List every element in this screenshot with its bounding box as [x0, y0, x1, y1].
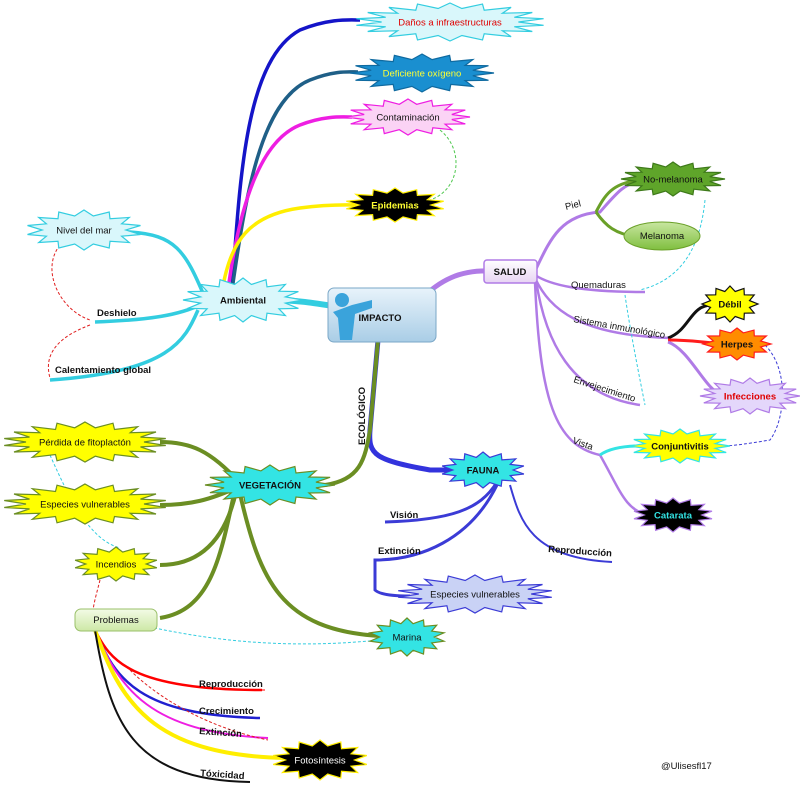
fauna-especies-node-label: Especies vulnerables [430, 590, 520, 601]
vegetacion-node-shape [204, 464, 336, 506]
nivel-mar-node-label: Nivel del mar [56, 226, 111, 237]
marina-node-shape [367, 617, 447, 657]
problemas-label: Problemas [93, 615, 139, 626]
conjuntivitis-node[interactable]: Conjuntivitis [629, 428, 731, 464]
incendios-node[interactable]: Incendios [74, 546, 158, 582]
melanoma-node[interactable]: Melanoma [623, 221, 701, 251]
epidemias-node-label: Epidemias [371, 201, 419, 212]
deshielo-label: Deshielo [97, 308, 137, 319]
veg-extincion-label: Extinción [199, 726, 243, 740]
fauna-extincion-label: Extinción [378, 546, 421, 557]
infecciones-node[interactable]: Infecciones [699, 377, 800, 415]
oxigeno-node-label: Deficiente oxígeno [383, 69, 462, 80]
credit-label: @Ulisesfl17 [661, 761, 712, 772]
contaminacion-node[interactable]: Contaminación [345, 98, 471, 136]
epidemias-node-shape [346, 187, 444, 223]
melanoma-label: Melanoma [640, 231, 685, 242]
veg-especies-node-shape [4, 483, 166, 525]
vision-label: Visión [390, 510, 419, 521]
nivel-mar-node-shape [27, 209, 141, 251]
sistema-label: Sistema inmunológico [572, 314, 665, 341]
fitoplancton-node-shape [4, 421, 166, 463]
vegetacion-node-label: VEGETACIÓN [239, 480, 301, 492]
catarata-node-shape [633, 497, 713, 533]
debil-node[interactable]: Débil [700, 285, 760, 323]
danos-node[interactable]: Daños a infraestructuras [356, 2, 544, 42]
fotosintesis-node-shape [272, 739, 368, 781]
fauna-node[interactable]: FAUNA [441, 451, 525, 489]
ambiental-node-shape [182, 277, 304, 323]
fotosintesis-node[interactable]: Fotosíntesis [272, 739, 368, 781]
herpes-node-label: Herpes [721, 340, 753, 351]
fitoplancton-node[interactable]: Pérdida de fitoplactón [4, 421, 166, 463]
salud-node[interactable]: SALUD [483, 259, 538, 284]
marina-node[interactable]: Marina [367, 617, 447, 657]
center-node[interactable]: IMPACTO [327, 287, 437, 343]
fauna-node-label: FAUNA [467, 466, 500, 477]
oxigeno-node[interactable]: Deficiente oxígeno [349, 53, 495, 93]
veg-reproduccion-label: Reproducción [199, 679, 263, 690]
fotosintesis-node-label: Fotosíntesis [294, 756, 345, 767]
infecciones-node-label: Infecciones [724, 392, 776, 403]
fitoplancton-node-label: Pérdida de fitoplactón [39, 438, 131, 449]
piel-label: Piel [564, 198, 582, 213]
connector-lines [47, 18, 783, 783]
marina-node-label: Marina [392, 633, 422, 644]
nivel-mar-node[interactable]: Nivel del mar [27, 209, 141, 251]
fauna-especies-node[interactable]: Especies vulnerables [398, 574, 552, 614]
catarata-node-label: Catarata [654, 511, 693, 522]
vista-label: Vista [571, 435, 595, 453]
oxigeno-node-shape [349, 53, 495, 93]
contaminacion-node-label: Contaminación [376, 113, 439, 124]
incendios-node-label: Incendios [96, 560, 137, 571]
ambiental-node-label: Ambiental [220, 296, 266, 307]
conjuntivitis-node-label: Conjuntivitis [651, 442, 709, 453]
toxicidad-label: Tóxicidad [200, 768, 245, 782]
plain-labels: Deshielo Calentamiento global Piel Quema… [55, 198, 712, 782]
quemaduras-label: Quemaduras [571, 280, 626, 291]
vegetacion-node[interactable]: VEGETACIÓN [204, 464, 336, 506]
no-melanoma-node-shape [620, 161, 726, 197]
debil-node-label: Débil [718, 300, 741, 311]
contaminacion-node-shape [345, 98, 471, 136]
danos-node-label: Daños a infraestructuras [398, 18, 502, 29]
crecimiento-label: Crecimiento [199, 706, 254, 717]
fauna-node-shape [441, 451, 525, 489]
herpes-node-shape [700, 327, 774, 361]
infecciones-node-shape [699, 377, 800, 415]
fauna-reproduccion-label: Reproducción [548, 544, 613, 559]
salud-label: SALUD [494, 267, 527, 278]
ecologico-label: ECOLÓGICO [356, 387, 368, 445]
problemas-node[interactable]: Problemas [74, 608, 158, 632]
veg-especies-node[interactable]: Especies vulnerables [4, 483, 166, 525]
herpes-node[interactable]: Herpes [700, 327, 774, 361]
debil-node-shape [700, 285, 760, 323]
catarata-node[interactable]: Catarata [633, 497, 713, 533]
ambiental-node[interactable]: Ambiental [182, 277, 304, 323]
danos-node-shape [356, 2, 544, 42]
person-icon [333, 293, 372, 340]
incendios-node-shape [74, 546, 158, 582]
fauna-especies-node-shape [398, 574, 552, 614]
conjuntivitis-node-shape [629, 428, 731, 464]
calentamiento-label: Calentamiento global [55, 365, 151, 376]
veg-especies-node-label: Especies vulnerables [40, 500, 130, 511]
no-melanoma-node-label: No-melanoma [643, 175, 703, 186]
epidemias-node[interactable]: Epidemias [346, 187, 444, 223]
no-melanoma-node[interactable]: No-melanoma [620, 161, 726, 197]
center-title: IMPACTO [359, 313, 402, 324]
envejecimiento-label: Envejecimiento [572, 374, 637, 404]
